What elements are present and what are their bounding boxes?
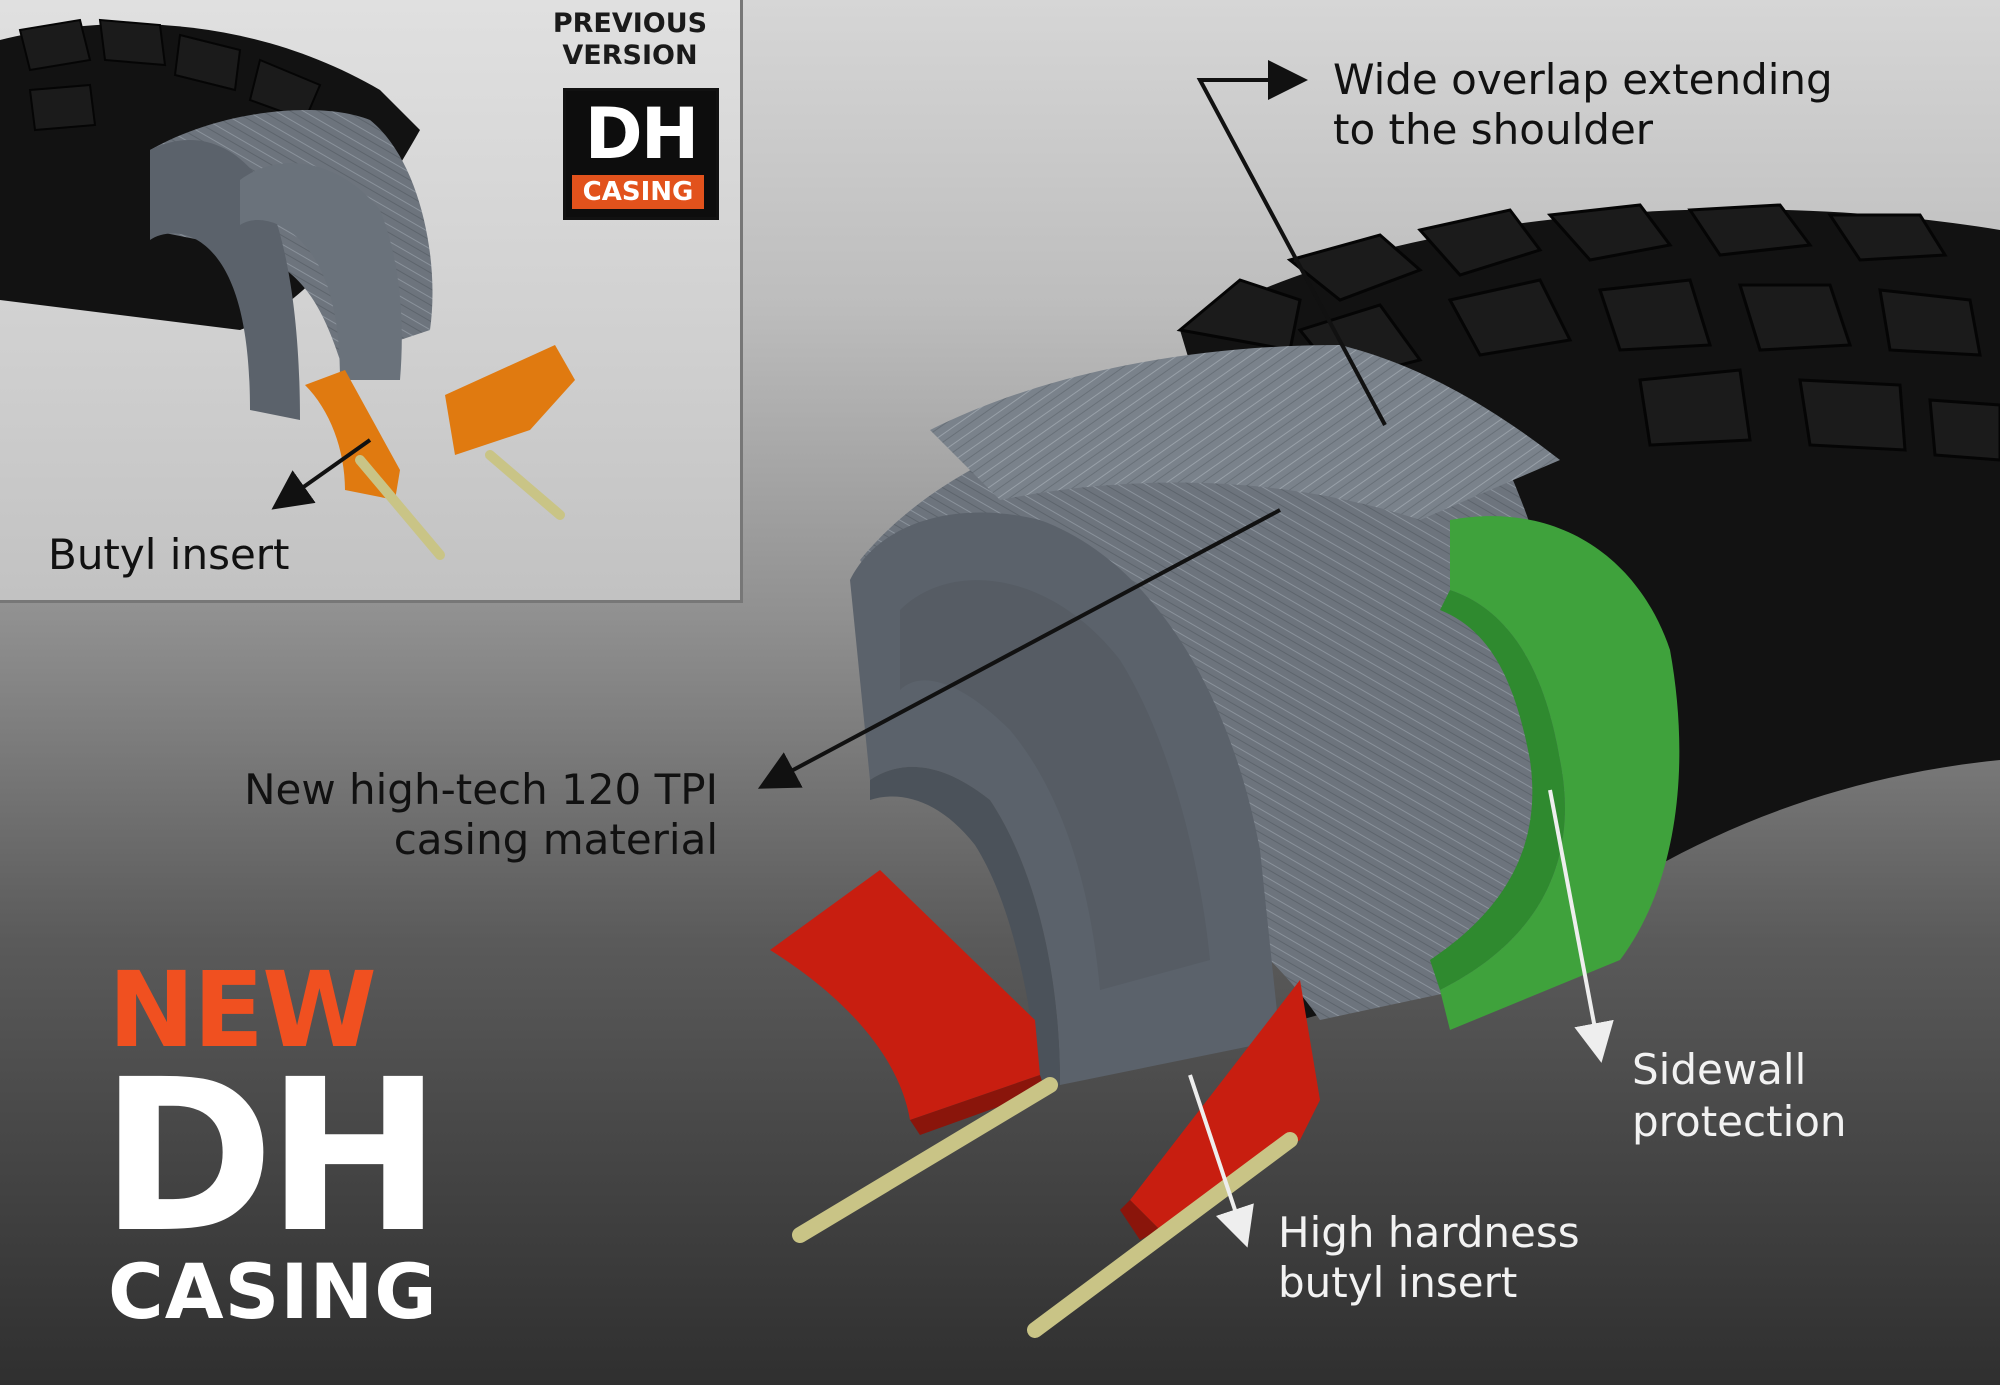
overlap-leader (1196, 60, 1387, 426)
tread-knobs (1176, 203, 2000, 462)
left-bead-wire (792, 1077, 1058, 1243)
overlap-callout-line2: to the shoulder (1333, 105, 1654, 154)
right-bead-wire (1027, 1132, 1298, 1338)
insert-leader (1188, 1074, 1254, 1248)
sidewall-leader (1548, 789, 1614, 1063)
brand-new-label: NEW (108, 949, 377, 1071)
sidewall-callout-line1: Sidewall (1632, 1045, 1807, 1094)
previous-badge-dh: DH (584, 93, 700, 175)
prev-left-bead (355, 455, 445, 560)
casing-leader (757, 508, 1281, 789)
sidewall-callout-line2: protection (1632, 1097, 1847, 1146)
previous-tire-illustration (0, 18, 575, 560)
prev-right-bead (485, 450, 565, 520)
butyl-insert-callout: Butyl insert (48, 530, 290, 579)
prev-left-insert (305, 370, 400, 500)
right-red-insert (1130, 980, 1320, 1230)
casing-hollow (900, 580, 1210, 990)
overlap-callout-line1: Wide overlap extending (1333, 55, 1833, 104)
casing-callout-line1: New high-tech 120 TPI (244, 765, 718, 814)
left-red-insert (770, 870, 1040, 1120)
previous-badge-casing: CASING (572, 175, 704, 209)
brand-casing-label: CASING (108, 1247, 438, 1336)
previous-dh-casing-badge: DH CASING (563, 88, 719, 220)
prev-insert-leader (271, 438, 372, 510)
insert-callout-line1: High hardness (1278, 1208, 1580, 1257)
sidewall-protection (1440, 516, 1680, 1030)
previous-version-title: PREVIOUS VERSION (552, 8, 708, 71)
brand-dh-label: DH (100, 1034, 442, 1279)
insert-callout-line2: butyl insert (1278, 1258, 1518, 1307)
previous-version-inset: PREVIOUS VERSION DH CASING Butyl insert (0, 0, 743, 603)
prev-casing-hollow (240, 163, 402, 380)
overlap-layer (930, 345, 1560, 520)
casing-callout-line2: casing material (393, 815, 718, 864)
prev-right-insert (445, 345, 575, 455)
prev-tread-knobs (18, 18, 322, 132)
